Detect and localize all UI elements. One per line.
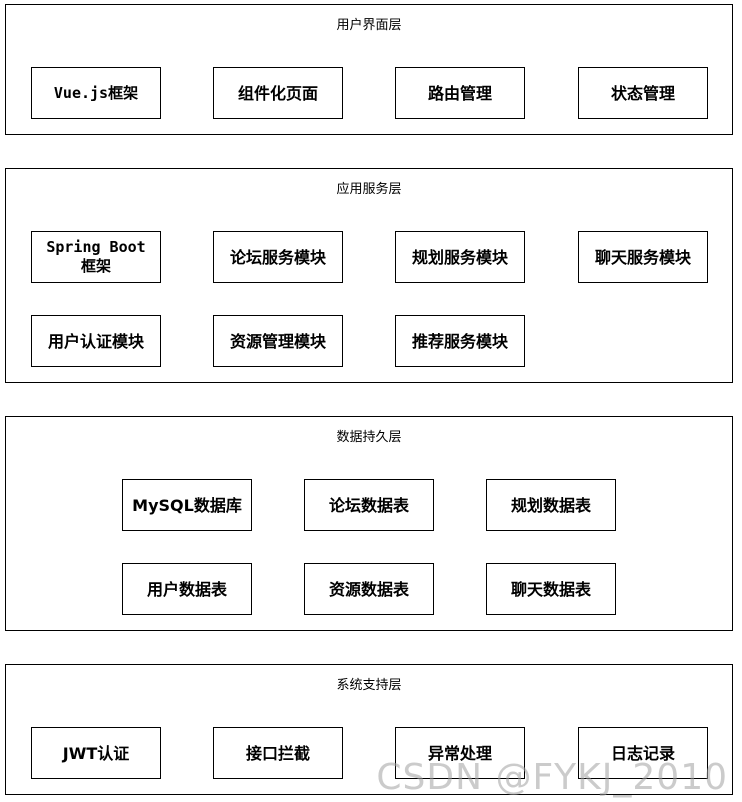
box-forum-table: 论坛数据表 [304,479,434,531]
box-chat-table: 聊天数据表 [486,563,616,615]
box-jwt-auth: JWT认证 [31,727,161,779]
box-user-table: 用户数据表 [122,563,252,615]
box-chat-service: 聊天服务模块 [578,231,708,283]
layer-title: 系统支持层 [336,678,402,693]
box-routing: 路由管理 [395,67,525,119]
box-spring-boot-framework: Spring Boot框架 [31,231,161,283]
box-interface-interception: 接口拦截 [213,727,343,779]
layer-application-service: 应用服务层 Spring Boot框架 论坛服务模块 规划服务模块 聊天服务模块… [5,168,733,383]
box-resource-management: 资源管理模块 [213,315,343,367]
layer-data-persistence: 数据持久层 MySQL数据库 论坛数据表 规划数据表 用户数据表 资源数据表 聊… [5,416,733,631]
layer-title: 应用服务层 [336,182,402,197]
box-forum-service: 论坛服务模块 [213,231,343,283]
box-logging: 日志记录 [578,727,708,779]
box-vuejs-framework: Vue.js框架 [31,67,161,119]
box-recommendation-service: 推荐服务模块 [395,315,525,367]
box-exception-handling: 异常处理 [395,727,525,779]
box-label: Spring Boot框架 [46,238,146,275]
box-state-management: 状态管理 [578,67,708,119]
box-component-pages: 组件化页面 [213,67,343,119]
box-mysql-database: MySQL数据库 [122,479,252,531]
layer-user-interface: 用户界面层 Vue.js框架 组件化页面 路由管理 状态管理 [5,4,733,135]
box-planning-table: 规划数据表 [486,479,616,531]
layer-title: 数据持久层 [336,430,402,445]
layer-system-support: 系统支持层 JWT认证 接口拦截 异常处理 日志记录 [5,664,733,795]
layer-title: 用户界面层 [336,18,402,33]
box-user-auth: 用户认证模块 [31,315,161,367]
box-planning-service: 规划服务模块 [395,231,525,283]
box-resource-table: 资源数据表 [304,563,434,615]
